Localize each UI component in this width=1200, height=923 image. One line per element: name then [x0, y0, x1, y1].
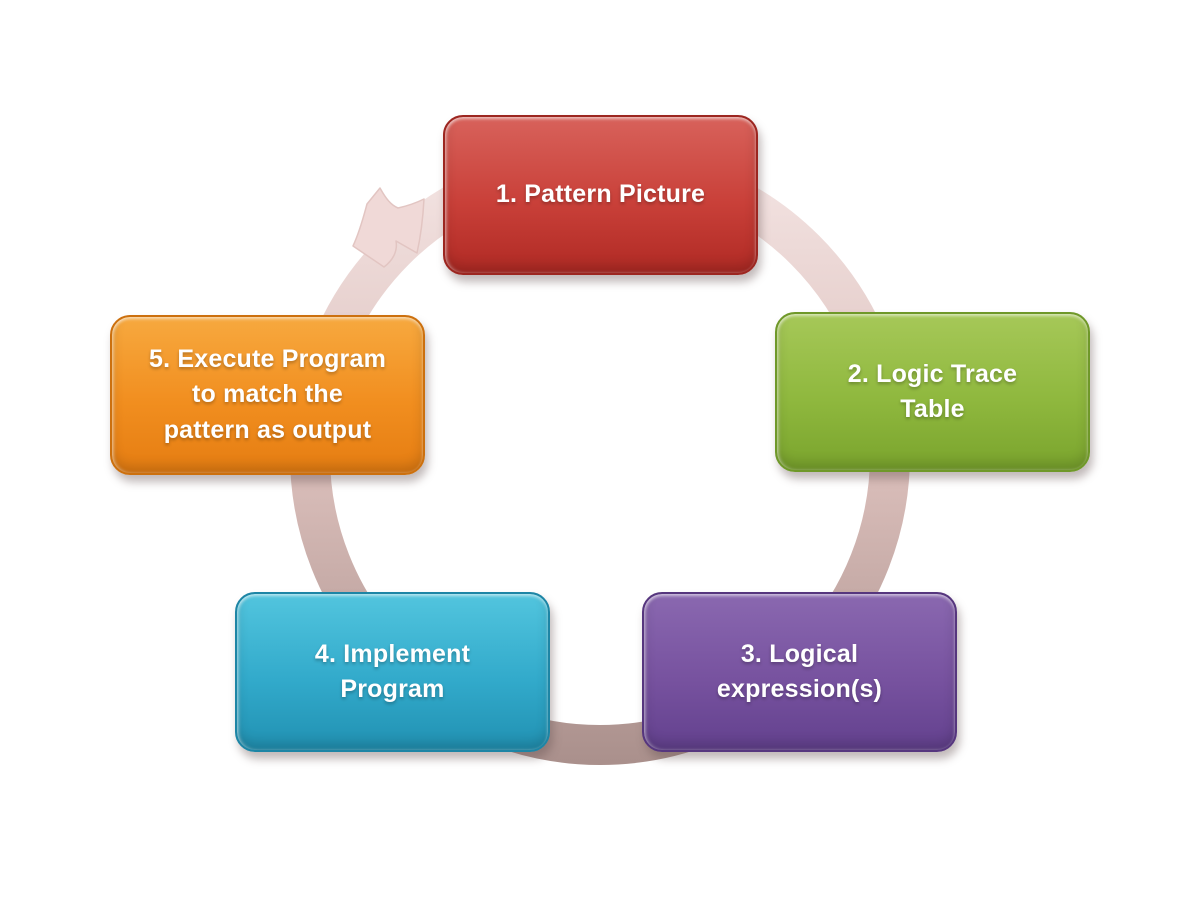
arrow-head-icon	[352, 187, 425, 268]
step-box-execute-program: 5. Execute Program to match the pattern …	[110, 315, 425, 475]
step-label: 4. Implement Program	[314, 639, 471, 704]
step-box-pattern-picture: 1. Pattern Picture	[443, 115, 758, 275]
step-box-implement-program: 4. Implement Program	[235, 592, 550, 752]
step-label: 2. Logic Trace Table	[847, 359, 1018, 424]
step-label: 1. Pattern Picture	[495, 180, 706, 209]
step-box-logic-trace-table: 2. Logic Trace Table	[775, 312, 1090, 472]
step-label: 3. Logical expression(s)	[716, 639, 883, 704]
step-label: 5. Execute Program to match the pattern …	[148, 344, 387, 444]
step-box-logical-expressions: 3. Logical expression(s)	[642, 592, 957, 752]
